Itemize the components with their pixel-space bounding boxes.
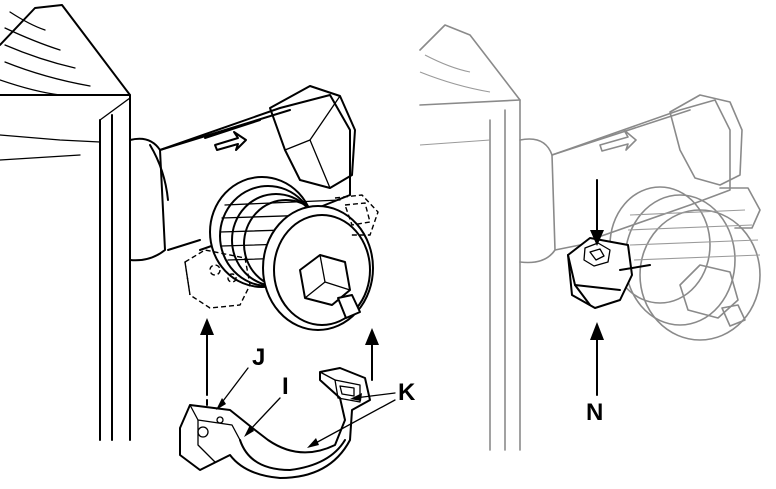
label-i: I [282, 373, 289, 400]
arrow-up-left-1 [200, 318, 214, 406]
right-panel: N [419, 24, 761, 451]
radiator-right [419, 24, 521, 451]
bonnet-right [609, 186, 761, 341]
label-j: J [252, 344, 265, 371]
threaded-bonnet-left [209, 176, 374, 331]
label-n: N [586, 399, 603, 426]
leader-k [307, 392, 396, 448]
clip-dashed-outline-left [184, 194, 379, 309]
arrow-up-left-2 [365, 328, 379, 381]
leader-j [216, 367, 249, 410]
label-k: K [398, 379, 416, 406]
arrow-down-right [590, 179, 604, 246]
clip-part [179, 367, 371, 479]
radiator-left [0, 4, 131, 441]
valve-body-right [551, 94, 761, 241]
arrow-up-right [590, 322, 604, 396]
leader-i [244, 397, 281, 437]
left-panel: J I K [0, 4, 416, 479]
pipe-right [519, 109, 691, 264]
